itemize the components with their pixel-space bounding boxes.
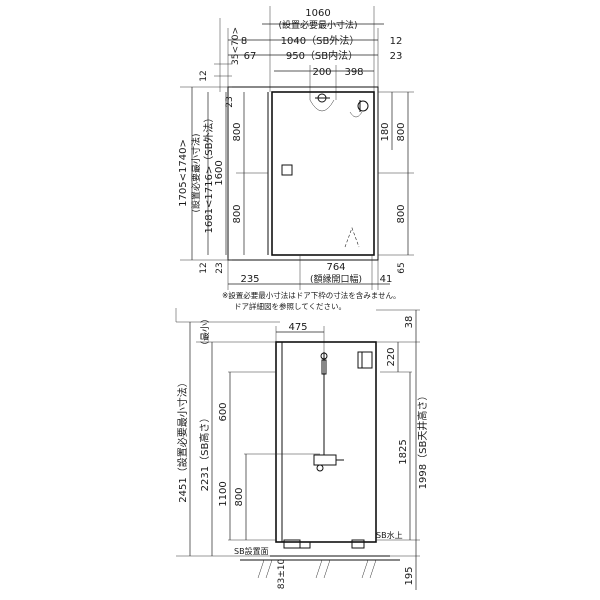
plan-left-outer: 1681<1716>（SB外法） [202,113,215,234]
plan-note-2: ドア詳細図を参照してください。 [234,301,346,311]
plan-sb-outer: 1040（SB外法） [281,34,360,47]
elev-right-bottom: 195 [404,566,415,585]
elev-left-min: （最小） [200,314,211,350]
plan-view: 1060 (設置必要最小寸法) 8 1040（SB外法） 12 67 950（S… [178,6,414,311]
elev-sb-floor: SB設置面 [234,546,269,556]
plan-right-a: 180 [380,122,391,141]
plan-left-lower: 800 [232,204,243,223]
plan-fixture-a: 200 [312,67,331,78]
plan-sb-inner: 950（SB内法） [286,49,358,62]
plan-note-1: ※設置必要最小寸法はドア下枠の寸法を含みません。 [222,290,401,300]
elev-right-ceiling: 1998（SB天井高さ） [416,391,429,490]
elev-top-right: 38 [404,316,415,329]
plan-bottom-right-b: 65 [397,262,407,273]
elev-right-b: 1825 [398,439,409,464]
plan-bottom-opening: 764 [326,262,345,273]
elev-top-width: 475 [288,322,307,333]
plan-bottom-left: 235 [240,274,259,285]
plan-left-required-label: (設置必要最小寸法) [190,133,202,212]
elevation-view: 475 2451（設置必要最小寸法） （最小） 2231（SB高さ） [175,308,429,590]
plan-required-min: 1060 [305,8,330,19]
plan-sb-inner-left: 67 [244,51,257,62]
elev-left-b: 1100 [218,481,229,506]
plan-required-min-label: (設置必要最小寸法) [278,19,357,31]
elev-left-sb-height: 2231（SB高さ） [198,413,211,492]
plan-left-upper: 800 [232,122,243,141]
plan-right-b: 800 [396,122,407,141]
plan-left-top-b: 35<70> [231,27,241,65]
elev-left-c: 800 [234,487,245,506]
plan-bottom-opening-label: (額縁開口幅) [310,273,362,285]
plan-sb-inner-right: 23 [390,51,403,62]
plan-left-bottom-a: 12 [199,262,209,273]
plan-sb-outer-left: 8 [241,36,247,47]
plan-fixture-b: 398 [344,67,363,78]
elev-left-required: 2451（設置必要最小寸法） [176,377,189,502]
plan-left-top-c: 23 [225,96,235,107]
plan-left-inner: 1600 [214,160,225,185]
plan-sb-outer-right: 12 [390,36,403,47]
plan-left-top-a: 12 [199,70,209,81]
elev-base: 83±10 [277,559,287,590]
elev-sb-water-line: SB水上 [376,530,403,540]
plan-right-c: 800 [396,204,407,223]
plan-bottom-right-a: 41 [380,274,393,285]
elev-left-a: 600 [218,402,229,421]
plan-left-bottom-b: 23 [215,262,225,273]
ground-hatch [240,559,400,579]
plan-left-required: 1705<1740> [178,139,189,207]
elev-right-a: 220 [386,347,397,366]
